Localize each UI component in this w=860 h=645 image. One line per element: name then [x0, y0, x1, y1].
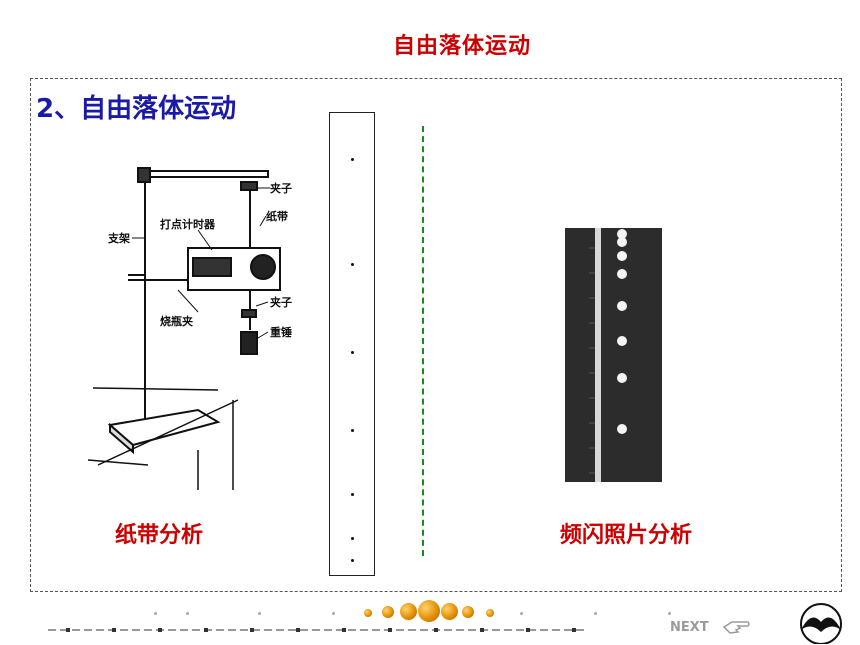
- decor-dot: [668, 612, 671, 615]
- flash-analysis-label: 频闪照片分析: [560, 523, 693, 548]
- decor-dot: [520, 612, 523, 615]
- label-stand: 支架: [107, 231, 130, 245]
- pointing-hand-icon[interactable]: [722, 618, 752, 636]
- label-weight: 重锤: [270, 325, 292, 339]
- content-frame: [30, 78, 842, 592]
- decor-dot: [332, 612, 335, 615]
- decor-orb: [400, 603, 417, 620]
- label-clamp-top: 夹子: [270, 181, 292, 195]
- free-fall-apparatus-illustration: 支架 打点计时器 夹子 纸带 烧瓶夹 夹子 重锤: [88, 167, 292, 490]
- logo-icon: [800, 603, 842, 644]
- label-timer: 打点计时器: [160, 217, 216, 231]
- stroboscopic-photo: [565, 228, 662, 482]
- footer-dashed-line: [48, 628, 588, 632]
- paper-tape: [329, 112, 375, 576]
- tape-dot: [351, 158, 354, 161]
- section-heading: 2、自由落体运动: [36, 94, 237, 124]
- tape-dot: [351, 559, 354, 562]
- decor-orb: [462, 606, 474, 618]
- decor-orb: [382, 606, 394, 618]
- label-tape: 纸带: [266, 209, 288, 223]
- tape-dot: [351, 537, 354, 540]
- decor-dot: [154, 612, 157, 615]
- tape-dot: [351, 493, 354, 496]
- page-title: 自由落体运动: [392, 34, 531, 59]
- tape-dot: [351, 263, 354, 266]
- label-clamp-bottom: 夹子: [270, 295, 292, 309]
- decor-orb: [364, 609, 372, 617]
- label-flask-clamp: 烧瓶夹: [160, 314, 193, 328]
- decor-orb: [418, 600, 440, 622]
- tape-dot: [351, 429, 354, 432]
- decor-orb: [486, 609, 494, 617]
- decor-orb: [441, 603, 458, 620]
- tape-analysis-label: 纸带分析: [115, 523, 204, 548]
- decor-dot: [186, 612, 189, 615]
- decor-dot: [594, 612, 597, 615]
- dashed-divider: [422, 126, 424, 556]
- decor-dot: [258, 612, 261, 615]
- next-button[interactable]: NEXT: [670, 620, 709, 635]
- tape-dot: [351, 351, 354, 354]
